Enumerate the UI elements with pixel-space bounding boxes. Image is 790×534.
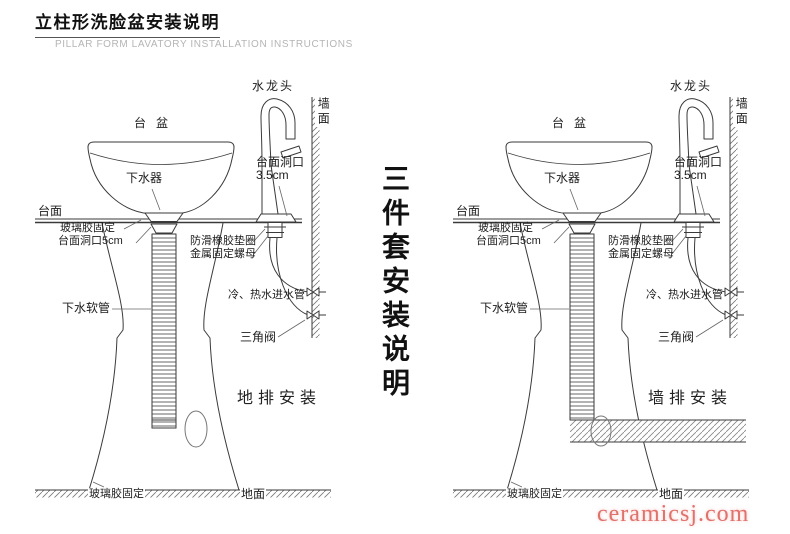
faucet-label: 水龙头 <box>670 79 713 93</box>
counter-hole-faucet-size: 3.5cm <box>674 168 707 183</box>
floor-drain-caption: 地排安装 <box>237 390 322 407</box>
floor-label: 地面 <box>240 487 267 502</box>
metal-nut-label: 金属固定螺母 <box>190 248 256 260</box>
counter-hole-drain-label: 台面洞口5cm <box>58 235 123 247</box>
silicone-fix-top-label: 玻璃胶固定 <box>60 222 115 234</box>
counter-hole-faucet-text: 台面洞口 <box>256 155 305 169</box>
center-title: 三件套安装说明 <box>379 164 410 402</box>
drain-hose-label: 下水软管 <box>480 301 529 315</box>
left-floor-drain-art <box>151 410 208 448</box>
silicone-fix-top-label: 玻璃胶固定 <box>478 222 533 234</box>
drain-hose-label: 下水软管 <box>62 301 111 315</box>
floor-label: 地面 <box>658 487 685 502</box>
angle-valve-label: 三角阀 <box>658 330 695 344</box>
silicone-fix-bottom-label: 玻璃胶固定 <box>88 488 145 501</box>
angle-valve-label: 三角阀 <box>240 330 277 344</box>
countertop-label: 台面 <box>456 204 481 218</box>
counter-hole-faucet-text: 台面洞口 <box>674 155 723 169</box>
metal-nut-label: 金属固定螺母 <box>608 248 674 260</box>
supply-pipes-label: 冷、热水进水管 <box>646 289 723 301</box>
drain-fitting-label: 下水器 <box>544 171 581 185</box>
wall-drain-caption: 墙排安装 <box>648 390 733 407</box>
counter-hole-faucet-label: 台面洞口 3.5cm <box>674 155 723 183</box>
faucet-label: 水龙头 <box>252 79 295 93</box>
page-subtitle: PILLAR FORM LAVATORY INSTALLATION INSTRU… <box>55 39 353 50</box>
drain-fitting-label: 下水器 <box>126 171 163 185</box>
rubber-washer-label: 防滑橡胶垫圈 <box>190 235 256 247</box>
counter-hole-drain-label: 台面洞口5cm <box>476 235 541 247</box>
counter-hole-faucet-size: 3.5cm <box>256 168 289 183</box>
countertop-label: 台面 <box>38 204 63 218</box>
counter-hole-faucet-label: 台面洞口 3.5cm <box>256 155 305 183</box>
basin-label: 台盆 <box>134 116 179 130</box>
page-title: 立柱形洗脸盆安装说明 <box>35 8 220 38</box>
watermark: ceramicsj.com <box>597 501 750 527</box>
wall-label: 墙面 <box>315 97 331 127</box>
basin-label: 台盆 <box>552 116 597 130</box>
supply-pipes-label: 冷、热水进水管 <box>228 289 305 301</box>
rubber-washer-label: 防滑橡胶垫圈 <box>608 235 674 247</box>
wall-label: 墙面 <box>733 97 749 127</box>
silicone-fix-bottom-label: 玻璃胶固定 <box>506 488 563 501</box>
right-wall-drain-art <box>570 415 746 447</box>
